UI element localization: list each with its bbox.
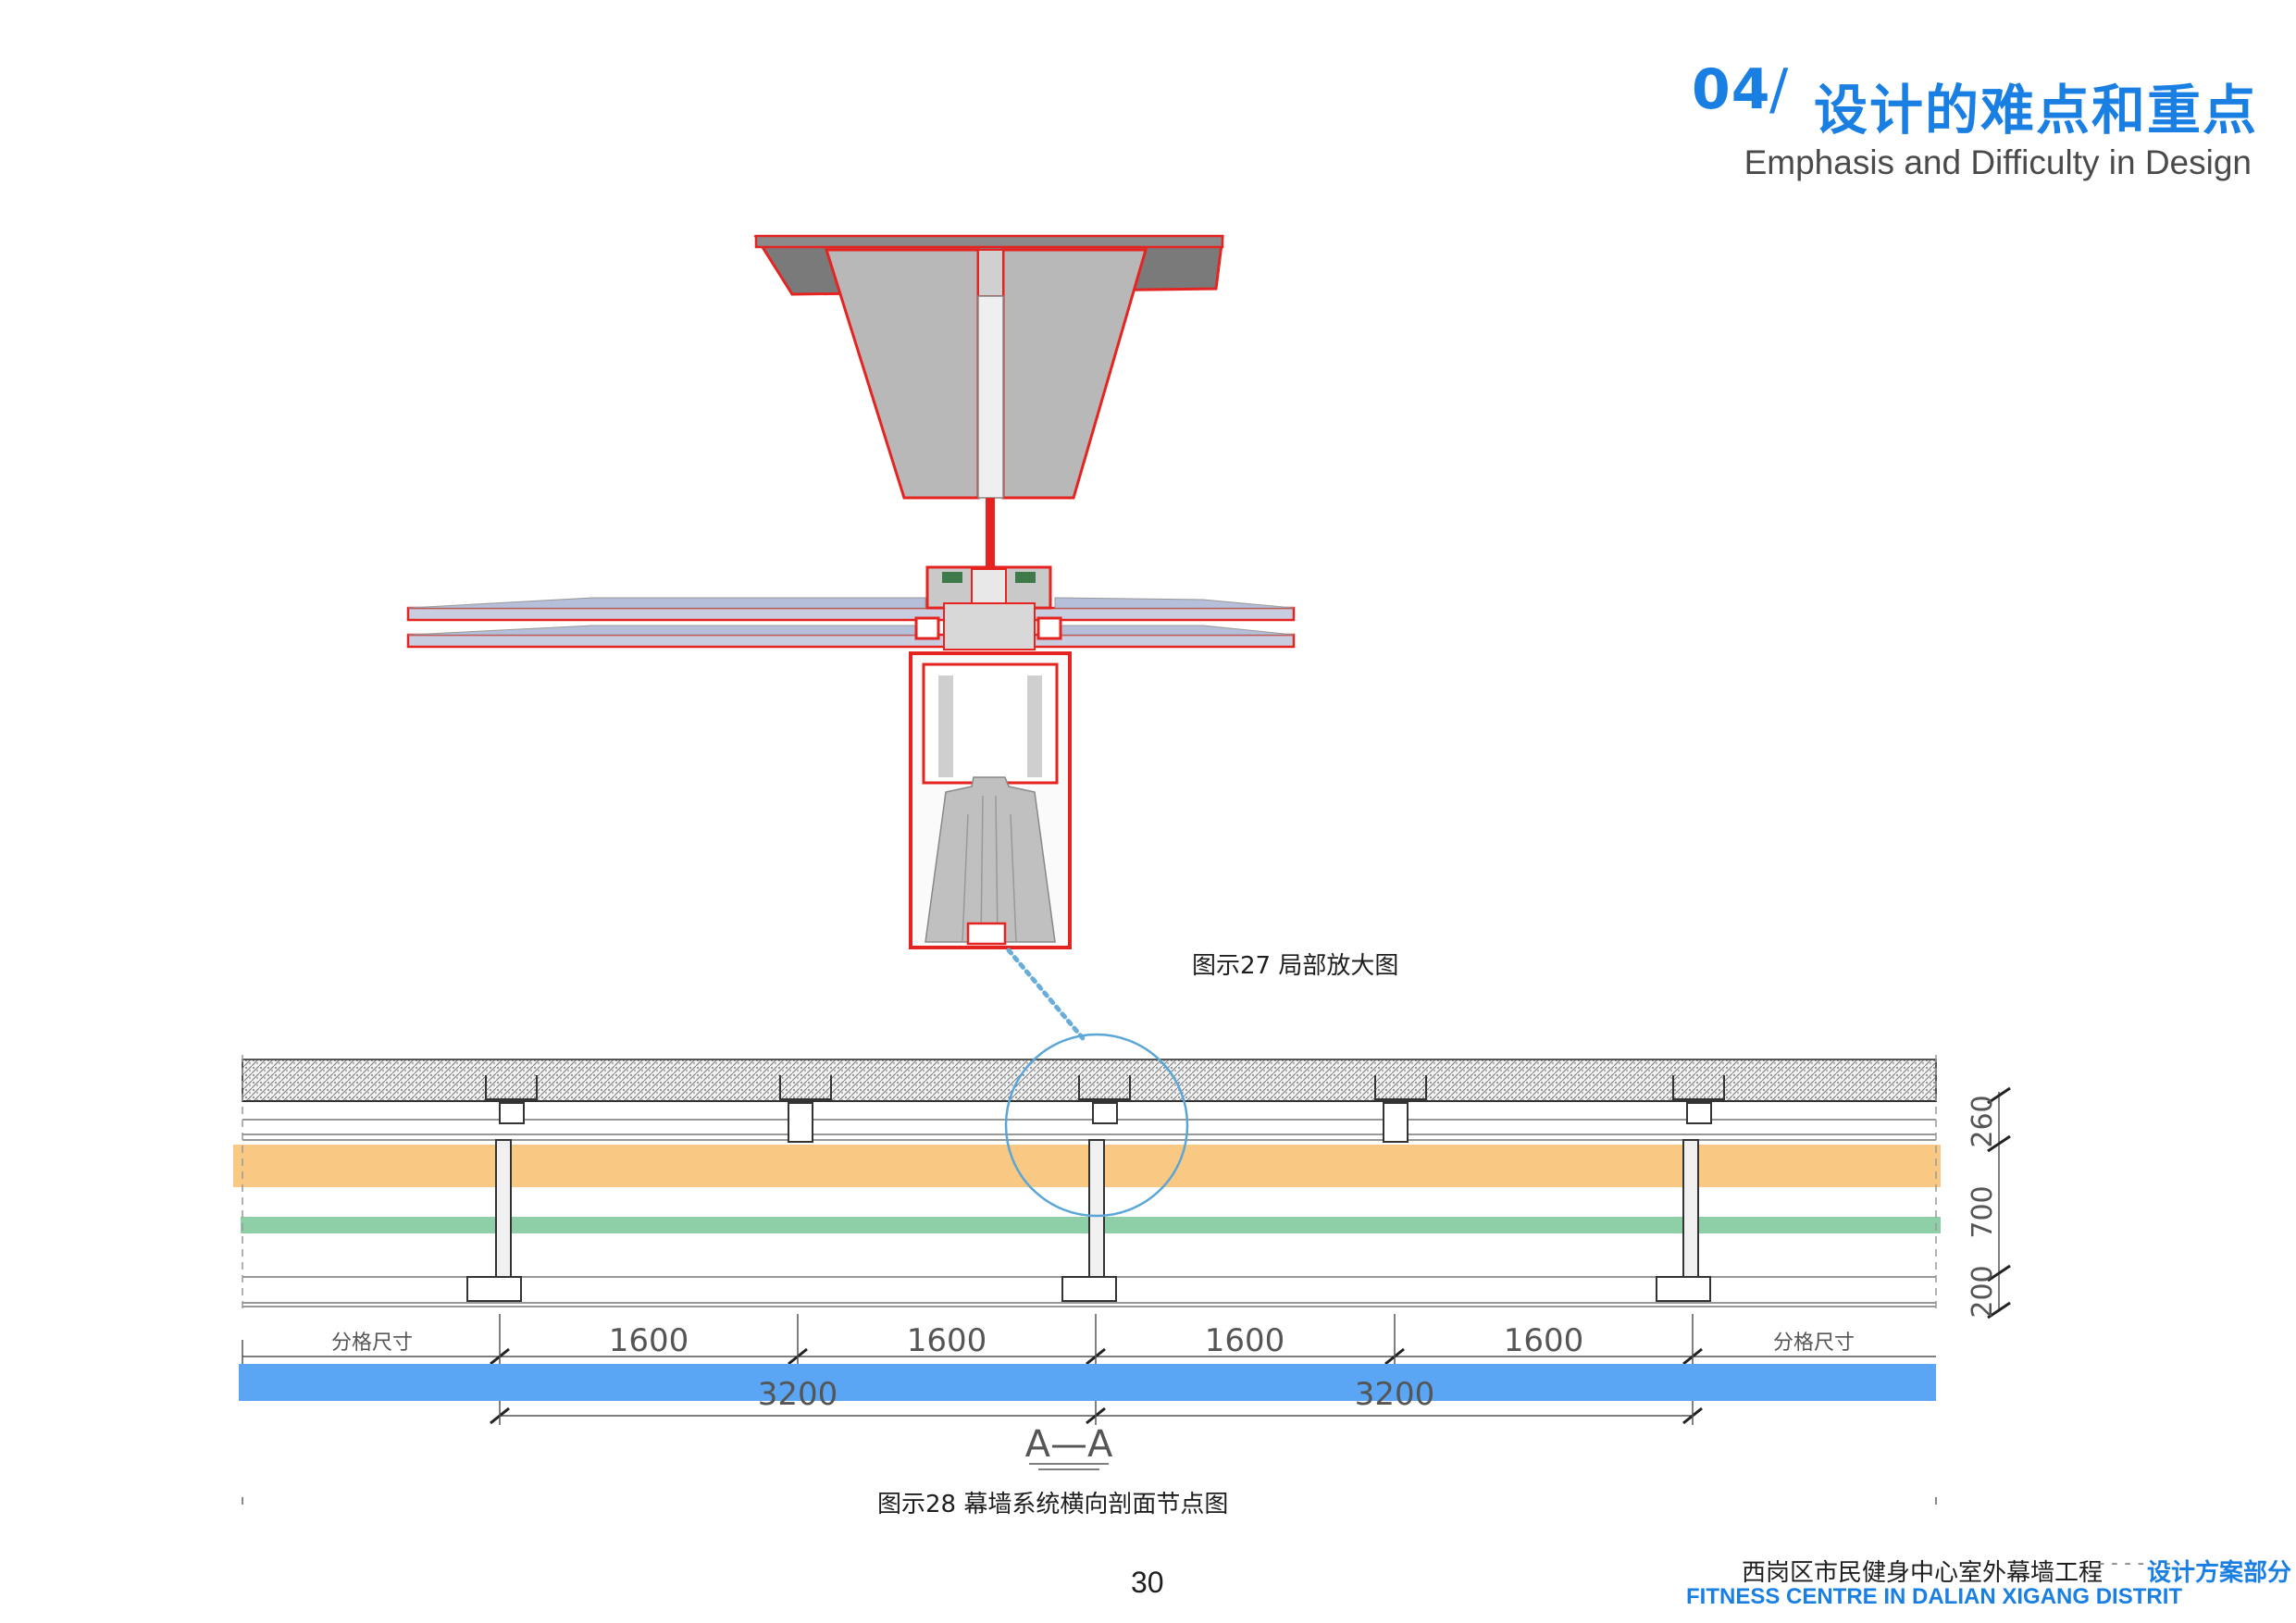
glass-pane-lower	[406, 633, 1296, 649]
left-bracket	[824, 248, 980, 500]
dim-1600-d: 1600	[1504, 1322, 1584, 1359]
dim-700: 700	[1967, 1185, 1999, 1238]
footer-project-en: FITNESS CENTRE IN DALIAN XIGANG DISTRIT	[1686, 1584, 2183, 1609]
page-subtitle: Emphasis and Difficulty in Design	[1744, 143, 2252, 181]
steel-channel	[925, 776, 1056, 943]
detail-leader	[1006, 948, 1086, 1041]
figure28-caption: 图示28 幕墙系统横向剖面节点图	[877, 1491, 1229, 1518]
section-slash: /	[1769, 57, 1789, 122]
glass-pane-upper	[406, 606, 1296, 622]
footer-separator: ------	[2095, 1552, 2175, 1575]
orange-band	[233, 1145, 1941, 1187]
page-title: 设计的难点和重点	[1814, 79, 2259, 142]
right-bracket	[1001, 248, 1148, 500]
detail-circle	[1004, 1033, 1189, 1218]
section-mark: A—A	[1025, 1423, 1113, 1466]
mullion-post-3	[1656, 1075, 1725, 1302]
section-figure	[233, 1033, 2011, 1505]
bracket-short-2	[1374, 1075, 1427, 1143]
dim-1600-a: 1600	[609, 1322, 689, 1359]
dim-bay-left: 分格尺寸	[331, 1332, 413, 1355]
dimension-labels: 分格尺寸 1600 1600 1600 1600 分格尺寸 3200 3200 …	[331, 1095, 1999, 1466]
dim-3200-b: 3200	[1355, 1376, 1435, 1413]
blue-band	[239, 1364, 1936, 1401]
page-number: 30	[1131, 1566, 1164, 1599]
figure27-caption: 图示27 局部放大图	[1192, 952, 1399, 980]
mullion-post-1	[466, 1075, 538, 1302]
dim-200: 200	[1967, 1265, 1999, 1318]
concrete-slab	[242, 1059, 1937, 1102]
dim-260: 260	[1967, 1095, 1999, 1147]
detail-figure	[406, 234, 1296, 1041]
dim-3200-a: 3200	[758, 1376, 838, 1413]
footer-tag: 设计方案部分	[2147, 1559, 2292, 1587]
section-number: 04	[1692, 57, 1771, 122]
center-fin	[977, 249, 1004, 297]
mullion-post-2	[1061, 1075, 1131, 1302]
dim-bay-right: 分格尺寸	[1773, 1332, 1855, 1355]
bracket-short-1	[779, 1075, 832, 1143]
dim-1600-c: 1600	[1205, 1322, 1285, 1359]
footer-project-cn: 西岗区市民健身中心室外幕墙工程	[1742, 1559, 2104, 1587]
dim-1600-b: 1600	[907, 1322, 987, 1359]
